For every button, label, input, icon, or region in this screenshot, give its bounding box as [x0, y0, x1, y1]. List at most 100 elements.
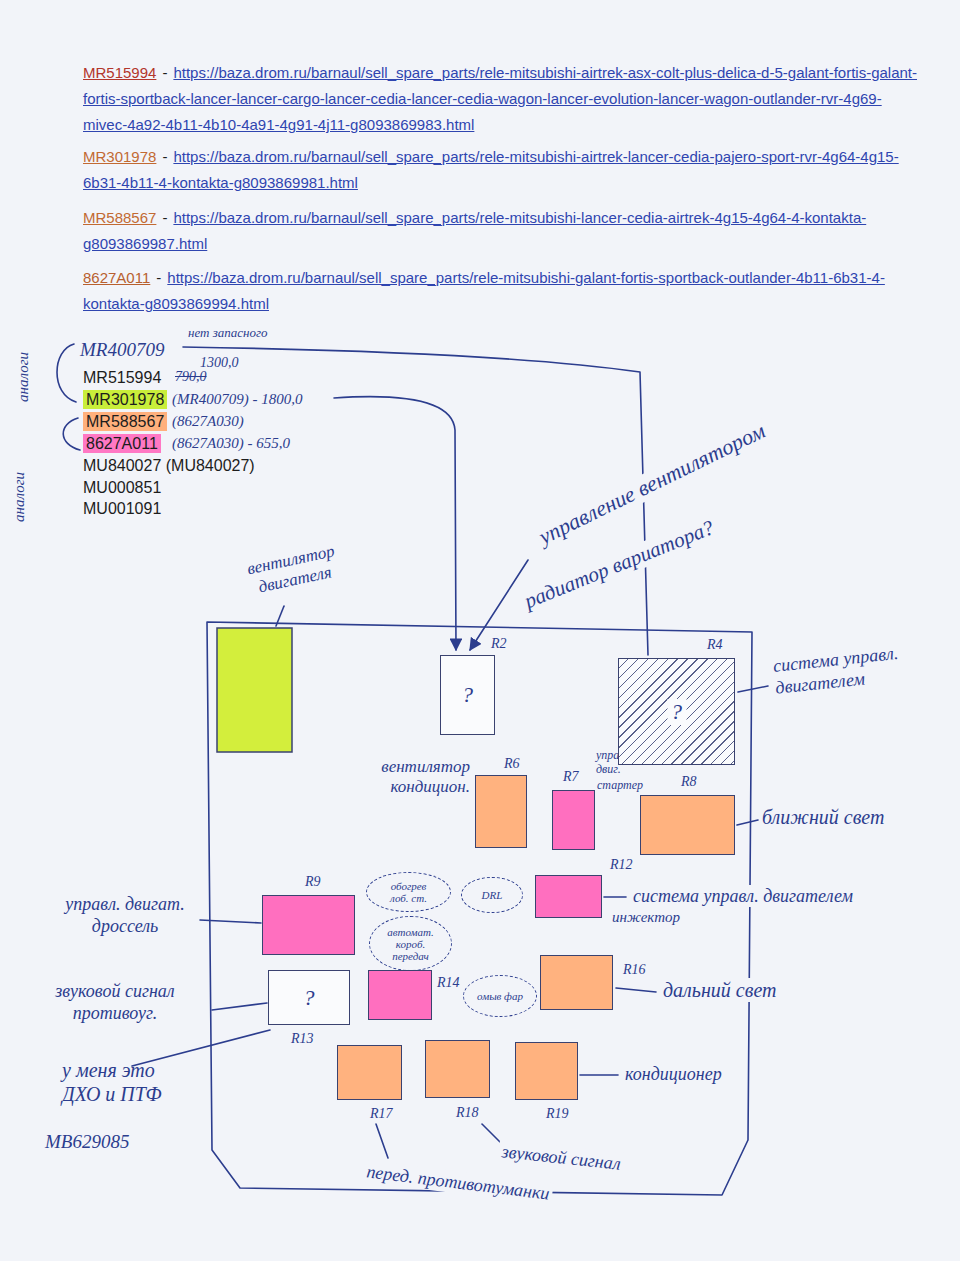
price: 1300,0	[200, 354, 239, 371]
annotation: дальний свет	[660, 978, 779, 1002]
annotation: управление вентилятором	[532, 416, 772, 551]
part-number: MR588567	[83, 209, 156, 226]
relay-box: ?R13	[268, 970, 350, 1025]
annotation: ближний свет	[762, 805, 884, 829]
dashed-oval: омыв фар	[463, 975, 537, 1017]
link-row: 8627A011-https://baza.drom.ru/barnaul/se…	[83, 265, 923, 317]
analog-bracket	[57, 344, 76, 402]
annotation: вентилятор двигателя	[235, 539, 351, 601]
annotation: перед. противотуманки	[362, 1160, 553, 1205]
part-number: MU840027 (MU840027)	[83, 456, 255, 475]
relay-box: R2?	[440, 655, 495, 735]
part-number: MU001091	[83, 499, 161, 518]
leader-line	[616, 988, 656, 992]
leader-line	[200, 920, 261, 923]
price: 790,0	[175, 368, 207, 385]
oval-text: обогрев лоб. ст.	[381, 880, 437, 904]
leader-line	[376, 1124, 388, 1158]
part-number: MR515994	[83, 368, 161, 387]
relay-box: R9	[262, 895, 355, 955]
leader-line	[482, 1124, 500, 1142]
annotation: аналоги	[14, 352, 32, 402]
annotation: инжектор	[612, 908, 680, 926]
leader-line	[276, 606, 284, 626]
relay-box: R4?	[618, 658, 735, 765]
url-link: https://baza.drom.ru/barnaul/sell_spare_…	[83, 269, 885, 312]
relay-label: R9	[305, 874, 321, 890]
relay-label: R6	[504, 756, 520, 772]
annotation: кондиционер	[622, 1063, 725, 1085]
dashed-oval: обогрев лоб. ст.	[366, 872, 451, 912]
leader-line	[580, 1074, 618, 1076]
relay-label: R2	[491, 636, 507, 652]
separator-dash: -	[162, 209, 167, 226]
analog-note: (8627A030) - 655,0	[172, 434, 290, 452]
part-number: MR301978	[83, 390, 167, 409]
oval-text: омыв фар	[477, 990, 523, 1002]
part-number: MU000851	[83, 478, 161, 497]
separator-dash: -	[156, 269, 161, 286]
annotation: система управл. двигателем	[772, 640, 916, 698]
relay-label: R17	[370, 1106, 393, 1122]
question-mark: ?	[304, 985, 315, 1011]
part-number: 8627A011	[83, 434, 161, 453]
relay-box: R12	[535, 875, 602, 918]
part-number: MB629085	[45, 1130, 129, 1153]
note: нет запасного	[188, 325, 268, 341]
annotation: аналоги	[10, 472, 28, 522]
separator-dash: -	[162, 64, 167, 81]
annotation: звуковой сигнал	[498, 1140, 625, 1175]
relay-label: R8	[681, 774, 697, 790]
relay-box: R19	[515, 1042, 578, 1100]
oval-text: автомат. короб. передач	[384, 926, 438, 962]
url-link: https://baza.drom.ru/barnaul/sell_spare_…	[83, 148, 899, 191]
leader-line	[604, 896, 626, 898]
annotation: система управл. двигателем	[630, 885, 856, 907]
relay-box: R8	[640, 795, 735, 855]
link-row: MR301978-https://baza.drom.ru/barnaul/se…	[83, 144, 923, 196]
url-link: https://baza.drom.ru/barnaul/sell_spare_…	[83, 209, 866, 252]
url-link: https://baza.drom.ru/barnaul/sell_spare_…	[83, 64, 917, 133]
part-number: MR588567	[83, 412, 167, 431]
relay-box-outline	[207, 622, 752, 1195]
relay-label: R7	[563, 769, 579, 785]
separator-dash: -	[162, 148, 167, 165]
link-row: MR588567-https://baza.drom.ru/barnaul/se…	[83, 205, 923, 257]
leader-line	[212, 1003, 267, 1010]
leader-line	[737, 820, 758, 825]
annotation: звуковой сигнал противоуг.	[25, 980, 205, 1024]
relay-box: R16	[540, 955, 613, 1010]
oval-text: DRL	[482, 889, 503, 901]
relay-box: R7	[552, 790, 595, 850]
part-number: MR515994	[83, 64, 156, 81]
engine-fan-relay	[217, 628, 292, 752]
relay-label: R18	[456, 1105, 479, 1121]
analog-note: (8627A030)	[172, 412, 244, 430]
relay-label: R19	[546, 1106, 569, 1122]
relay-box: R6	[475, 775, 527, 848]
part-number: 8627A011	[83, 269, 150, 286]
relay-label: R4	[707, 637, 723, 653]
annotation: стартер	[597, 778, 643, 792]
relay-label: R16	[623, 962, 646, 978]
annotation: управл. двигат. дроссель	[55, 893, 195, 937]
dashed-oval: DRL	[461, 877, 523, 913]
part-number: MR400709	[80, 338, 164, 361]
relay-label: R12	[610, 857, 633, 873]
relay-label: R14	[437, 975, 460, 991]
question-mark: ?	[667, 699, 686, 725]
relay-box: R18	[425, 1040, 490, 1098]
annotation: вентилятор кондицион.	[360, 757, 470, 797]
arrow-line	[334, 397, 456, 650]
annotation: у меня это ДХО и ПТФ	[62, 1058, 197, 1106]
link-row: MR515994-https://baza.drom.ru/barnaul/se…	[83, 60, 923, 138]
analog-note: (MR400709) - 1800,0	[172, 390, 302, 408]
relay-label: R13	[291, 1031, 314, 1047]
relay-box: R14	[368, 970, 432, 1020]
question-mark: ?	[462, 682, 473, 708]
part-number: MR301978	[83, 148, 156, 165]
dashed-oval: автомат. короб. передач	[369, 916, 452, 971]
relay-box: R17	[337, 1045, 402, 1100]
leader-line	[738, 686, 768, 692]
